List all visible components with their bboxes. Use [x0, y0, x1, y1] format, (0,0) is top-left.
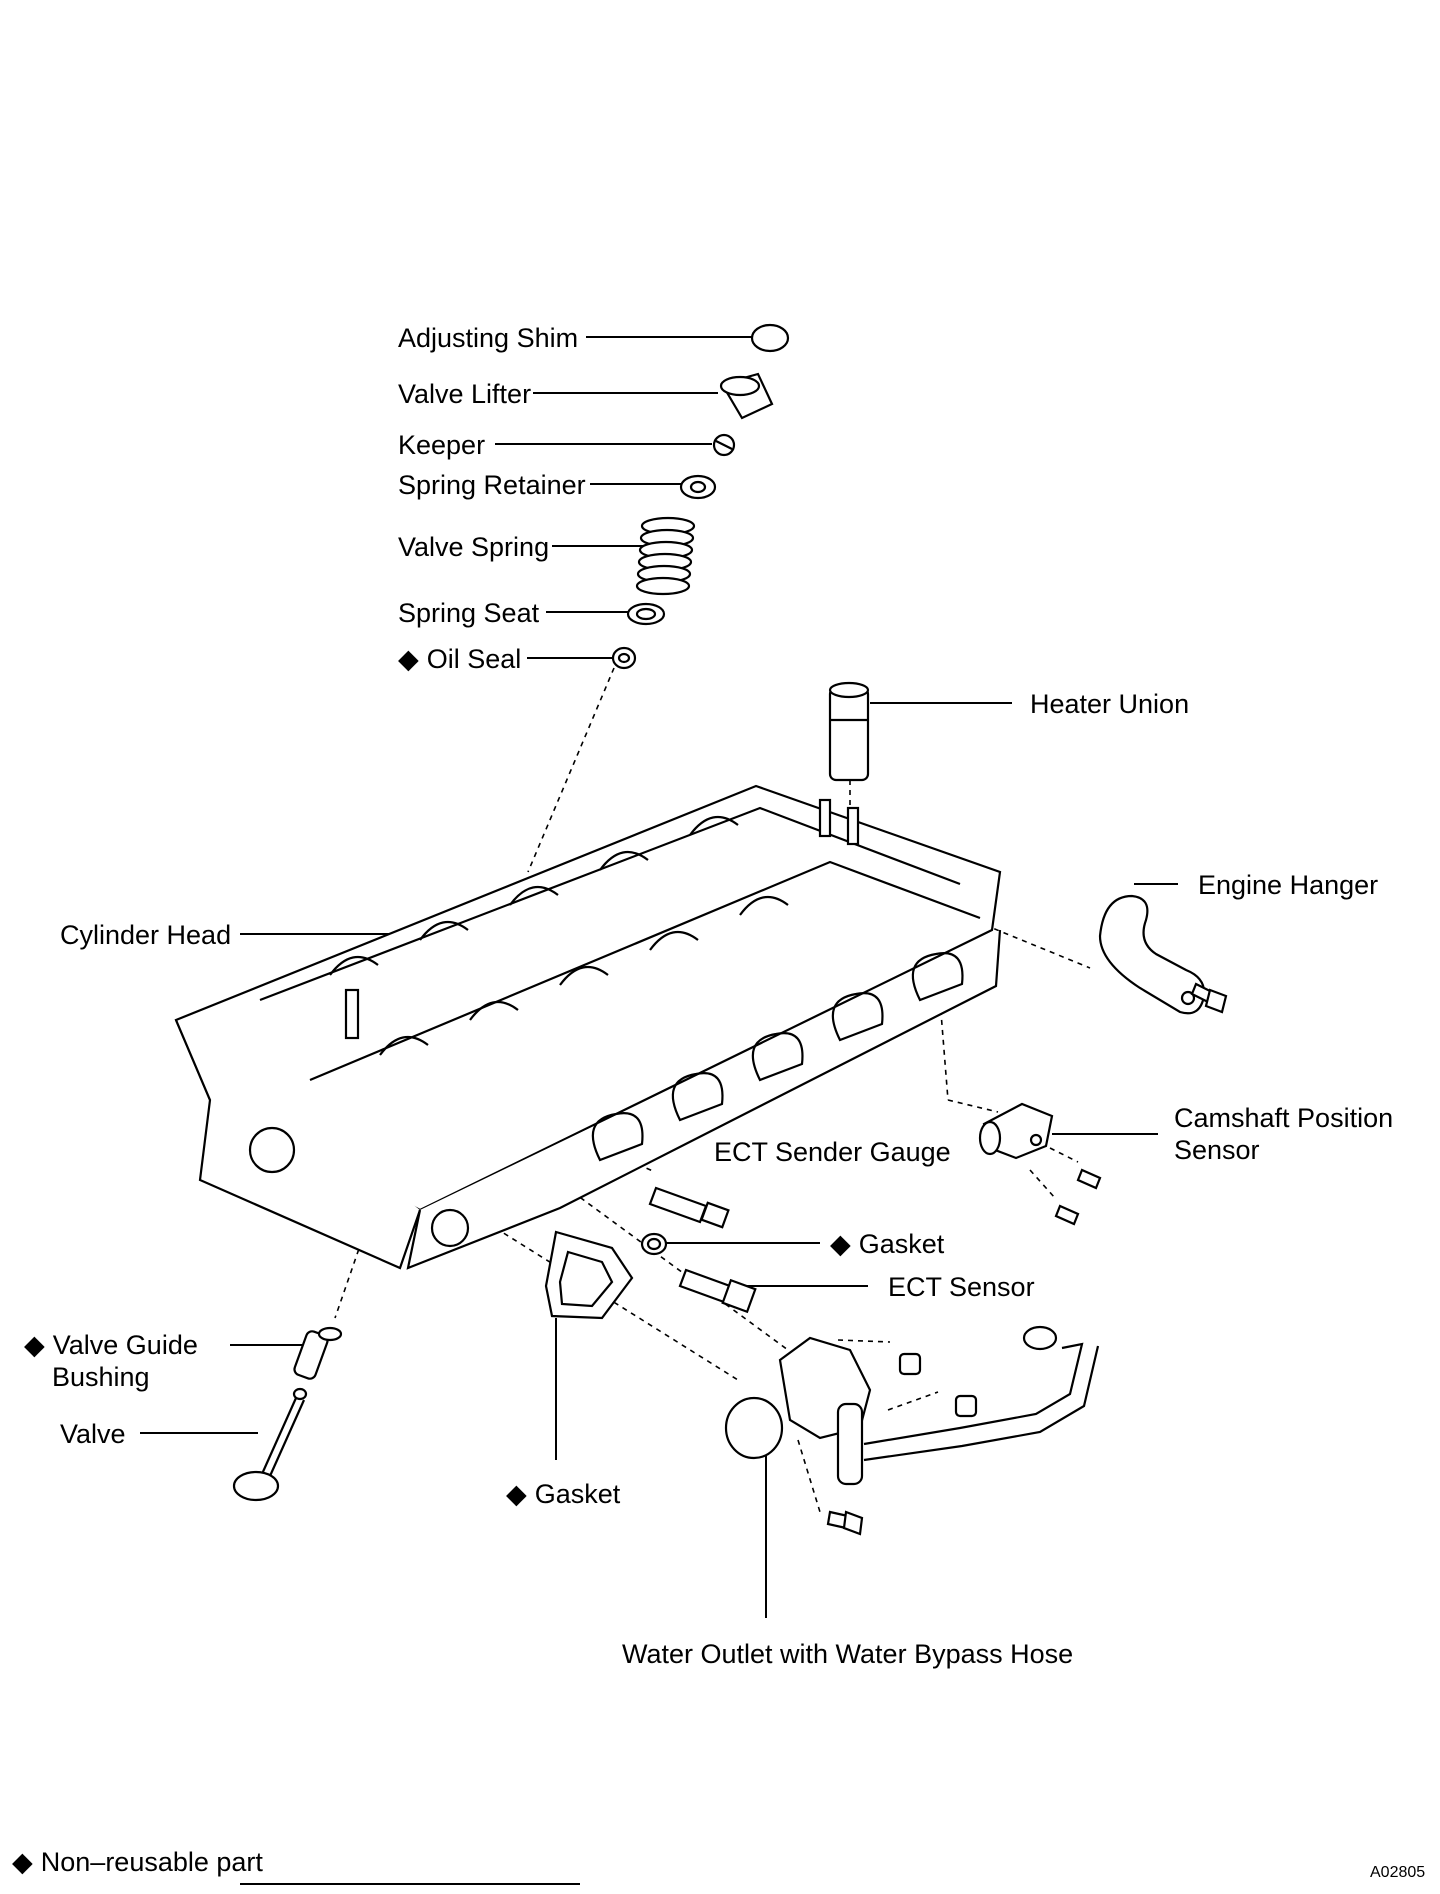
gasket-ring-part [640, 1232, 668, 1256]
label-keeper: Keeper [398, 430, 486, 460]
label-valve: Valve [60, 1419, 126, 1449]
ect-sensor-part [678, 1268, 757, 1314]
label-ect-sender-gauge: ECT Sender Gauge [714, 1137, 951, 1167]
valve-part [232, 1387, 308, 1502]
valve-train-parts [611, 323, 790, 670]
label-adjusting-shim: Adjusting Shim [398, 323, 579, 353]
legend: ◆Non–reusable part [12, 1846, 263, 1878]
camshaft-sensor-part [978, 1102, 1102, 1226]
label-water-outlet: Water Outlet with Water Bypass Hose [622, 1639, 1074, 1669]
label-camshaft-line2: Sensor [1174, 1135, 1260, 1165]
label-valve-lifter: Valve Lifter [398, 379, 532, 409]
non-reusable-marker: ◆ [506, 1479, 527, 1509]
valve-guide-bushing-part [293, 1326, 343, 1380]
label-valve-guide-line1: ◆Valve Guide [24, 1329, 198, 1361]
label-valve-guide-line1-text: Valve Guide [52, 1330, 198, 1360]
hanger-bolt [1190, 982, 1228, 1014]
label-gasket-upper-text: Gasket [858, 1229, 945, 1259]
label-gasket-lower: ◆Gasket [506, 1478, 620, 1510]
label-gasket-upper: ◆Gasket [830, 1228, 944, 1260]
label-cylinder-head: Cylinder Head [60, 920, 232, 950]
label-ect-sensor: ECT Sensor [888, 1272, 1035, 1302]
label-camshaft-line1: Camshaft Position [1174, 1103, 1394, 1133]
heater-union-part [828, 681, 870, 782]
label-oil-seal-text: Oil Seal [426, 644, 522, 674]
ect-sender-gauge-part [648, 1186, 730, 1229]
label-gasket-lower-text: Gasket [534, 1479, 621, 1509]
non-reusable-marker: ◆ [830, 1229, 851, 1259]
leader-lines [140, 336, 1178, 1618]
label-engine-hanger: Engine Hanger [1198, 870, 1379, 900]
figure-id: A02805 [1370, 1864, 1426, 1881]
label-heater-union: Heater Union [1030, 689, 1190, 719]
cylinder-head-part [174, 784, 1002, 1270]
engine-hanger-part [1098, 894, 1206, 1015]
legend-text: Non–reusable part [40, 1847, 263, 1877]
non-reusable-marker: ◆ [24, 1330, 45, 1360]
label-valve-guide-line2: Bushing [52, 1362, 150, 1392]
label-valve-spring: Valve Spring [398, 532, 550, 562]
water-outlet-part [724, 1325, 1100, 1536]
water-outlet-gasket-part [544, 1230, 634, 1320]
valve-spring-coils [635, 516, 696, 596]
intake-ports [591, 952, 964, 1162]
legend-symbol: ◆ [12, 1847, 33, 1877]
label-spring-retainer: Spring Retainer [398, 470, 586, 500]
label-spring-seat: Spring Seat [398, 598, 540, 628]
cam-journals [329, 815, 789, 1056]
non-reusable-marker: ◆ [398, 644, 419, 674]
label-oil-seal: ◆Oil Seal [398, 643, 521, 675]
label-camshaft-position-sensor: Camshaft Position Sensor [1174, 1102, 1393, 1166]
label-valve-guide-bushing: ◆Valve Guide Bushing [24, 1329, 198, 1393]
